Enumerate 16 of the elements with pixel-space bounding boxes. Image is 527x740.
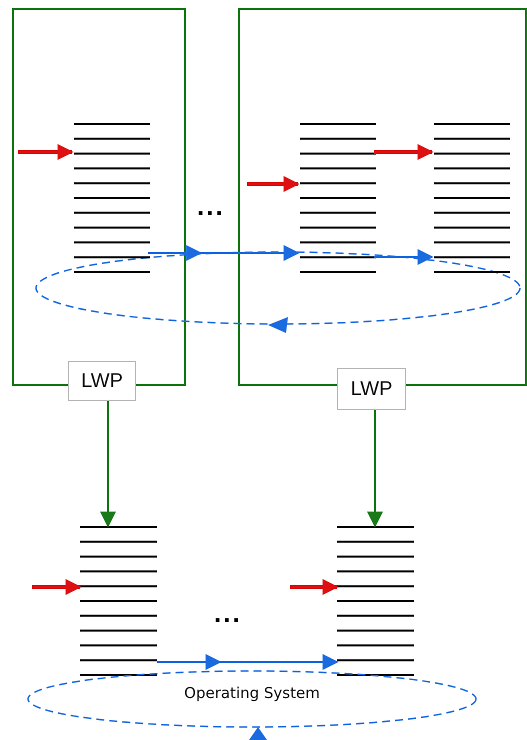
ellipsis-mark: ... bbox=[197, 196, 225, 216]
arrow bbox=[18, 144, 74, 160]
arrow bbox=[374, 144, 434, 160]
arrow bbox=[148, 245, 300, 261]
lwp-box: LWP bbox=[68, 361, 136, 401]
lwp-box: LWP bbox=[337, 368, 406, 410]
ellipsis-mark: ... bbox=[214, 603, 242, 623]
arrow bbox=[247, 176, 300, 192]
arrow bbox=[157, 654, 338, 670]
arrow bbox=[290, 579, 339, 595]
ellipse-label: Operating System bbox=[183, 684, 321, 702]
arrow bbox=[32, 579, 82, 595]
arrow bbox=[367, 410, 383, 528]
arrow bbox=[374, 249, 434, 265]
arrow bbox=[100, 401, 116, 528]
process-box bbox=[12, 8, 186, 386]
